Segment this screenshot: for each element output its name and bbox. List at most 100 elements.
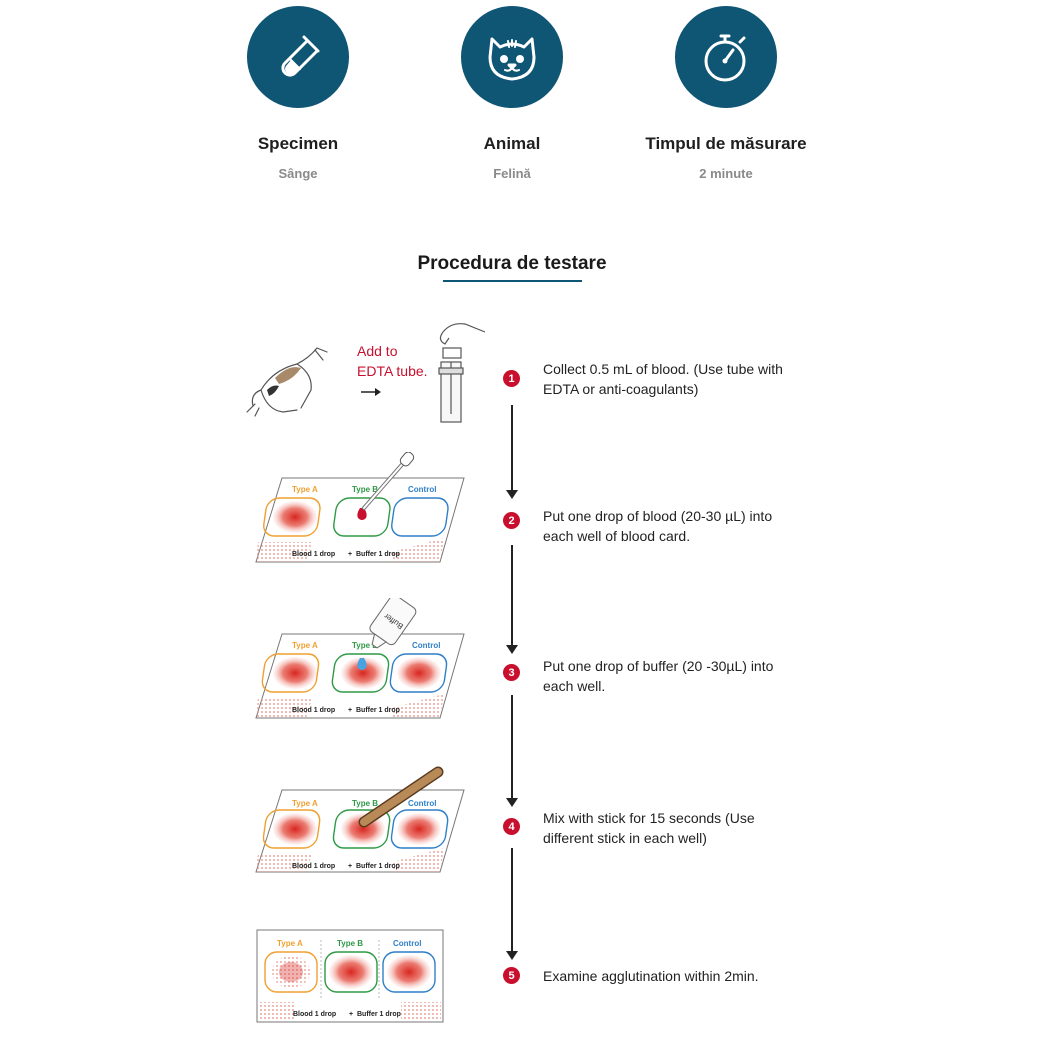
- step-3-text: Put one drop of buffer (20 -30µL) into e…: [543, 658, 774, 694]
- time-title: Timpul de măsurare: [645, 134, 807, 153]
- well-control: [390, 809, 449, 849]
- well-a: [263, 497, 321, 537]
- well-a: [261, 653, 320, 693]
- agglutinated-spot: [279, 962, 303, 982]
- time-circle: [675, 6, 777, 108]
- card-footer-buffer: Buffer 1 drop: [357, 1011, 401, 1018]
- card-dotted-edge: [392, 694, 444, 718]
- time-value: 2 minute: [699, 166, 753, 181]
- card-footer-blood: Blood 1 drop: [293, 1011, 336, 1018]
- specimen-circle: [247, 6, 349, 108]
- animal-circle: [461, 6, 563, 108]
- timeline-arrow: [506, 645, 518, 654]
- card-footer-plus: +: [349, 1011, 353, 1018]
- card-footer-buffer: Buffer 1 drop: [356, 863, 400, 870]
- buffer-bottle-drawing: Buffer: [369, 598, 417, 649]
- timeline-line: [511, 405, 513, 490]
- step-5-illustration: Type A Type B Control Blood 1 drop + Buf…: [256, 929, 444, 1023]
- step-4-text: Mix with stick for 15 seconds (Use diffe…: [543, 810, 755, 846]
- well-a-label: Type A: [292, 641, 318, 650]
- timeline-line: [511, 695, 513, 798]
- step-3-badge: 3: [503, 664, 520, 681]
- well-b-label: Type B: [337, 939, 363, 948]
- card-dotted-edge: [256, 542, 312, 562]
- blood-spot: [329, 955, 373, 989]
- info-specimen: Specimen Sânge: [198, 6, 398, 181]
- animal-title: Animal: [483, 134, 541, 153]
- step-2-illustration: Type A Type B Control Blood 1 drop + Buf…: [255, 452, 465, 563]
- step-2-badge: 2: [503, 512, 520, 529]
- blood-spot: [387, 955, 431, 989]
- well-control: [389, 653, 448, 693]
- buffer-drop: [357, 658, 367, 670]
- step-1-illustration: Add to EDTA tube.: [246, 323, 486, 423]
- timeline-arrow: [506, 490, 518, 499]
- timeline-line: [511, 848, 513, 951]
- well-b: [332, 809, 391, 849]
- well-a: [262, 809, 321, 849]
- step-4-illustration: Type A Type B Control Blood 1 drop + Buf…: [255, 766, 465, 873]
- step-2-text: Put one drop of blood (20-30 µL) into ea…: [543, 508, 773, 544]
- well-control-label: Control: [408, 485, 436, 494]
- info-animal: Animal Felină: [412, 6, 612, 181]
- card-dotted-edge: [401, 1002, 441, 1020]
- step-5-text: Examine agglutination within 2min.: [543, 968, 759, 984]
- well-b: [333, 497, 391, 537]
- mixing-stick-drawing: [358, 766, 444, 828]
- card-dotted-edge: [392, 538, 444, 562]
- well-a-label: Type A: [277, 939, 303, 948]
- card-dotted-edge: [256, 698, 312, 718]
- timeline-line: [511, 545, 513, 645]
- well-control-label: Control: [408, 799, 436, 808]
- card-dotted-edge: [392, 848, 444, 872]
- blood-spot: [397, 657, 441, 689]
- card-footer-blood: Blood 1 drop: [292, 551, 335, 558]
- timeline-arrow: [506, 951, 518, 960]
- card-footer-plus: +: [348, 551, 352, 558]
- section-title: Procedura de testare: [417, 253, 607, 274]
- card-dotted-edge: [256, 854, 312, 872]
- cat-fur-patch: [275, 367, 301, 384]
- step-1-text: Collect 0.5 mL of blood. (Use tube with …: [543, 361, 783, 397]
- well-a-label: Type A: [292, 485, 318, 494]
- step-3-illustration: Type A Type B Control Buffer Blood 1 dro…: [255, 598, 465, 719]
- cat-drawing: [246, 347, 328, 417]
- blood-spot: [341, 657, 385, 689]
- section-underline: [443, 280, 582, 282]
- blood-spot: [397, 813, 441, 845]
- animal-value: Felină: [493, 166, 531, 181]
- card-footer-buffer: Buffer 1 drop: [356, 551, 400, 558]
- info-measure-time: Timpul de măsurare 2 minute: [626, 6, 826, 181]
- arrow-icon: [361, 388, 381, 396]
- card-footer-plus: +: [348, 863, 352, 870]
- well-a-label: Type A: [292, 799, 318, 808]
- cat-face-icon: [488, 37, 536, 81]
- well-b-label: Type B: [352, 799, 378, 808]
- step-1-badge: 1: [503, 370, 520, 387]
- timeline-arrow: [506, 798, 518, 807]
- well-control: [391, 497, 449, 537]
- edta-label-line1: Add to: [357, 343, 398, 359]
- blood-spot: [273, 813, 317, 845]
- edta-label-line2: EDTA tube.: [357, 363, 428, 379]
- well-b: [331, 653, 390, 693]
- pipette-drawing: [362, 452, 415, 510]
- step-4-badge: 4: [503, 818, 520, 835]
- well-a: [264, 951, 318, 993]
- well-control: [382, 951, 436, 993]
- specimen-title: Specimen: [257, 134, 339, 153]
- card-footer-plus: +: [348, 707, 352, 714]
- test-tube-icon: [281, 35, 320, 77]
- well-control-label: Control: [412, 641, 440, 650]
- edta-tube-drawing: [438, 323, 486, 423]
- specimen-value: Sânge: [278, 166, 318, 181]
- card-footer-blood: Blood 1 drop: [292, 707, 335, 714]
- blood-drop: [357, 508, 367, 520]
- blood-spot: [273, 657, 317, 689]
- step-5-badge: 5: [503, 967, 520, 984]
- agglutinated-spot: [272, 956, 310, 988]
- stopwatch-icon: [704, 34, 746, 82]
- well-b-label: Type B: [352, 641, 378, 650]
- card-dotted-edge: [259, 1002, 295, 1020]
- well-control-label: Control: [393, 939, 421, 948]
